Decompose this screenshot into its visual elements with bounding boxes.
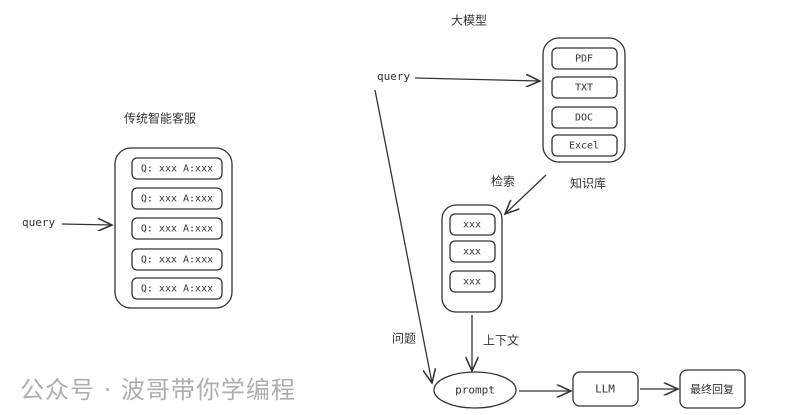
qa-row: Q: xxx A:xxx <box>140 193 214 205</box>
traditional-title: 传统智能客服 <box>123 111 197 126</box>
prompt-ellipse <box>433 371 517 409</box>
arrow-question <box>374 89 432 383</box>
knowledge-box <box>542 37 626 163</box>
llm-query: query <box>377 70 411 83</box>
result-item: xxx <box>462 276 482 288</box>
qa-row-box <box>131 217 223 240</box>
arrow-query-kb <box>414 78 540 81</box>
qa-row: Q: xxx A:xxx <box>140 283 214 295</box>
prompt-label: prompt <box>455 383 495 397</box>
context-label: 上下文 <box>482 333 520 348</box>
question-label: 问题 <box>391 331 417 346</box>
llm-box <box>572 371 639 407</box>
doc-doc: DOC <box>574 112 594 124</box>
qa-row-box <box>131 277 223 300</box>
result-box <box>449 240 496 263</box>
result-box <box>449 213 496 236</box>
llm-title: 大模型 <box>450 13 488 28</box>
doc-pdf: PDF <box>574 53 594 65</box>
retrieve-label: 检索 <box>490 174 516 189</box>
final-box <box>679 369 746 409</box>
final-label: 最终回复 <box>690 383 734 396</box>
doc-box <box>551 106 618 129</box>
doc-box <box>551 47 618 70</box>
llm-label: LLM <box>595 382 615 396</box>
result-item: xxx <box>462 246 482 258</box>
qa-row-box <box>131 187 223 210</box>
qa-row-box <box>131 248 223 271</box>
traditional-query: query <box>22 216 56 229</box>
result-item: xxx <box>462 219 482 231</box>
knowledge-base-label: 知识库 <box>569 176 607 191</box>
qa-row-box <box>131 157 223 180</box>
doc-excel: Excel <box>568 140 600 152</box>
traditional-outer-box <box>114 147 233 309</box>
qa-row: Q: xxx A:xxx <box>140 223 214 235</box>
watermark: 公众号 · 波哥带你学编程 <box>20 376 296 404</box>
results-box <box>441 204 503 313</box>
doc-box <box>551 134 618 157</box>
qa-row: Q: xxx A:xxx <box>140 163 214 175</box>
arrow-query-traditional <box>61 224 112 225</box>
arrow-retrieve <box>505 174 547 214</box>
result-box <box>449 270 496 293</box>
qa-row: Q: xxx A:xxx <box>140 254 214 266</box>
doc-txt: TXT <box>574 82 594 94</box>
doc-box <box>551 76 618 99</box>
